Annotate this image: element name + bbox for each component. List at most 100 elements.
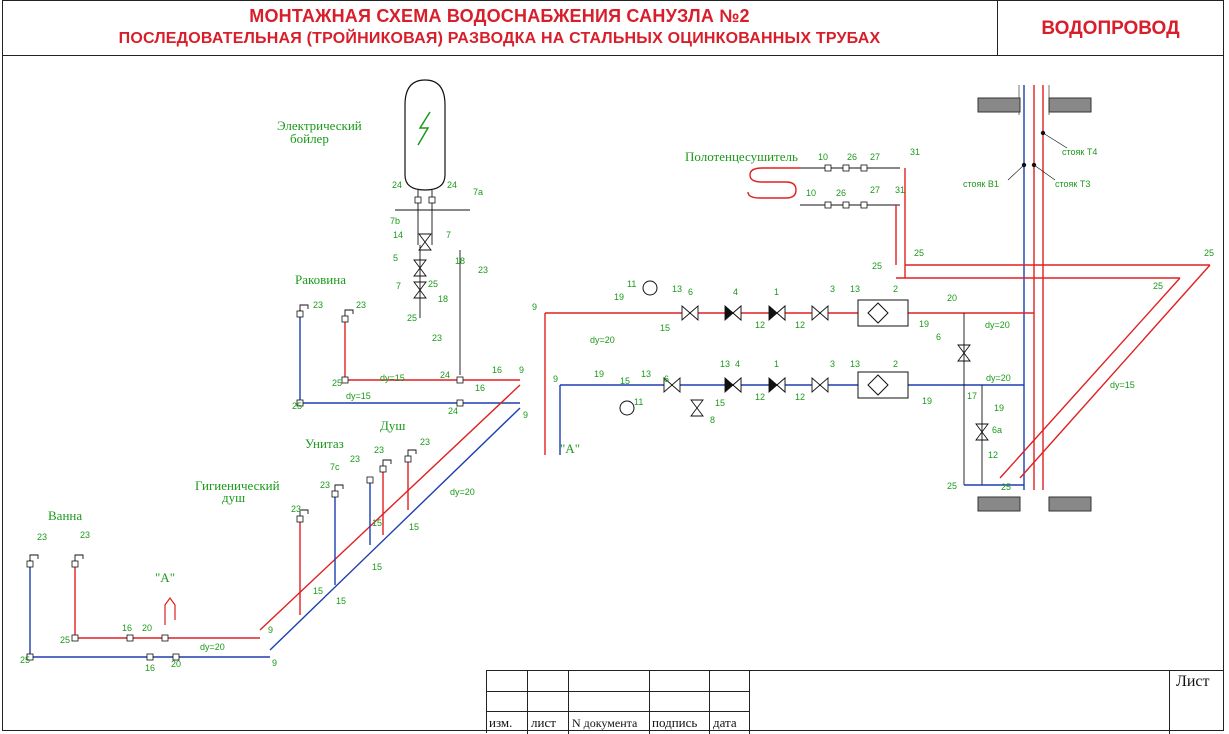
- svg-text:13: 13: [672, 284, 682, 294]
- svg-text:11: 11: [627, 279, 636, 289]
- towel-dryer-branch: Полотенцесушитель 10 26 27 31 10 26 27 3…: [685, 147, 924, 278]
- svg-text:1: 1: [774, 287, 779, 297]
- svg-text:11: 11: [634, 397, 643, 407]
- svg-text:25: 25: [1204, 248, 1214, 258]
- svg-text:1: 1: [774, 359, 779, 369]
- svg-text:23: 23: [356, 300, 366, 310]
- boiler-label-1: Электрический: [277, 118, 362, 133]
- svg-text:13: 13: [850, 359, 860, 369]
- svg-text:10: 10: [818, 152, 828, 162]
- svg-text:13: 13: [850, 284, 860, 294]
- svg-text:24: 24: [447, 180, 457, 190]
- svg-text:6: 6: [688, 287, 693, 297]
- svg-text:15: 15: [372, 518, 382, 528]
- stamp-sign: подпись: [652, 715, 698, 730]
- stamp-date: дата: [713, 715, 737, 730]
- svg-text:23: 23: [420, 437, 430, 447]
- svg-text:dy=20: dy=20: [200, 642, 225, 652]
- svg-text:9: 9: [268, 625, 273, 635]
- risers: стояк Т4 стояк В1 стояк Т3: [963, 85, 1097, 512]
- svg-text:7: 7: [396, 281, 401, 291]
- svg-text:25: 25: [914, 248, 924, 258]
- svg-text:3: 3: [830, 359, 835, 369]
- svg-text:19: 19: [994, 403, 1004, 413]
- bath-label: Ванна: [48, 508, 82, 523]
- svg-text:25: 25: [428, 279, 438, 289]
- svg-text:7a: 7a: [473, 187, 483, 197]
- riser-b1-label: стояк В1: [963, 179, 999, 189]
- svg-text:14: 14: [393, 230, 403, 240]
- svg-text:25: 25: [872, 261, 882, 271]
- title-line-1: МОНТАЖНАЯ СХЕМА ВОДОСНАБЖЕНИЯ САНУЗЛА №2: [249, 6, 750, 26]
- svg-text:25: 25: [332, 378, 342, 388]
- svg-text:23: 23: [320, 480, 330, 490]
- svg-text:12: 12: [755, 320, 765, 330]
- svg-text:9: 9: [272, 658, 277, 668]
- svg-text:18: 18: [438, 294, 448, 304]
- svg-text:15: 15: [660, 323, 670, 333]
- svg-text:25: 25: [1153, 281, 1163, 291]
- svg-text:20: 20: [171, 659, 181, 669]
- svg-text:23: 23: [350, 454, 360, 464]
- svg-text:16: 16: [492, 365, 502, 375]
- svg-text:12: 12: [795, 320, 805, 330]
- svg-text:16: 16: [122, 623, 132, 633]
- riser-t3-label: стояк Т3: [1055, 179, 1090, 189]
- svg-text:7: 7: [446, 230, 451, 240]
- svg-text:15: 15: [620, 376, 630, 386]
- wc-label: Унитаз: [305, 436, 344, 451]
- svg-text:17: 17: [967, 391, 977, 401]
- hygienic-label-2: душ: [222, 490, 245, 505]
- svg-text:9: 9: [523, 410, 528, 420]
- svg-text:20: 20: [947, 293, 957, 303]
- svg-text:2: 2: [893, 359, 898, 369]
- svg-text:12: 12: [988, 450, 998, 460]
- title-box: МОНТАЖНАЯ СХЕМА ВОДОСНАБЖЕНИЯ САНУЗЛА №2…: [2, 0, 998, 55]
- svg-text:12: 12: [795, 392, 805, 402]
- meter-assemblies: 9 dy=20 11 19 15 13 6 4 1 12 12 3 13 2 1…: [532, 279, 1034, 492]
- svg-text:9: 9: [532, 302, 537, 312]
- svg-text:dy=20: dy=20: [590, 335, 615, 345]
- svg-text:31: 31: [910, 147, 920, 157]
- svg-text:25: 25: [1001, 482, 1011, 492]
- svg-text:23: 23: [432, 333, 442, 343]
- svg-text:9: 9: [519, 365, 524, 375]
- svg-text:19: 19: [614, 292, 624, 302]
- stamp-list: лист: [531, 715, 556, 730]
- svg-text:16: 16: [145, 663, 155, 673]
- svg-text:15: 15: [336, 596, 346, 606]
- svg-text:3: 3: [830, 284, 835, 294]
- sink-label: Раковина: [295, 272, 346, 287]
- svg-text:19: 19: [922, 396, 932, 406]
- boiler: Электрический бойлер 24 24 7a 7b 14 7 5 …: [277, 79, 488, 375]
- svg-text:dy=20: dy=20: [985, 320, 1010, 330]
- svg-text:7b: 7b: [390, 216, 400, 226]
- svg-text:26: 26: [836, 188, 846, 198]
- svg-text:6: 6: [664, 374, 669, 384]
- svg-text:25: 25: [292, 401, 302, 411]
- svg-text:15: 15: [715, 398, 725, 408]
- svg-text:27: 27: [870, 152, 880, 162]
- sheet-label: Лист: [1176, 673, 1210, 690]
- svg-text:23: 23: [478, 265, 488, 275]
- main-diagonal: dy=20: [259, 384, 521, 651]
- svg-text:15: 15: [313, 586, 323, 596]
- svg-text:25: 25: [407, 313, 417, 323]
- marker-a-left: "A": [155, 570, 175, 585]
- marker-a-right: "A": [560, 441, 580, 456]
- svg-text:15: 15: [372, 562, 382, 572]
- svg-text:4: 4: [733, 287, 738, 297]
- svg-text:18: 18: [455, 256, 465, 266]
- svg-text:10: 10: [806, 188, 816, 198]
- svg-text:23: 23: [374, 445, 384, 455]
- svg-text:2: 2: [893, 284, 898, 294]
- svg-text:23: 23: [37, 532, 47, 542]
- bath-branch: Ванна 23 23 25 25 16 20 16 20 dy=20 "A": [20, 508, 270, 673]
- svg-text:19: 19: [919, 319, 929, 329]
- svg-text:24: 24: [392, 180, 402, 190]
- svg-text:dy=15: dy=15: [1110, 380, 1135, 390]
- svg-text:25: 25: [20, 655, 30, 665]
- svg-text:19: 19: [594, 369, 604, 379]
